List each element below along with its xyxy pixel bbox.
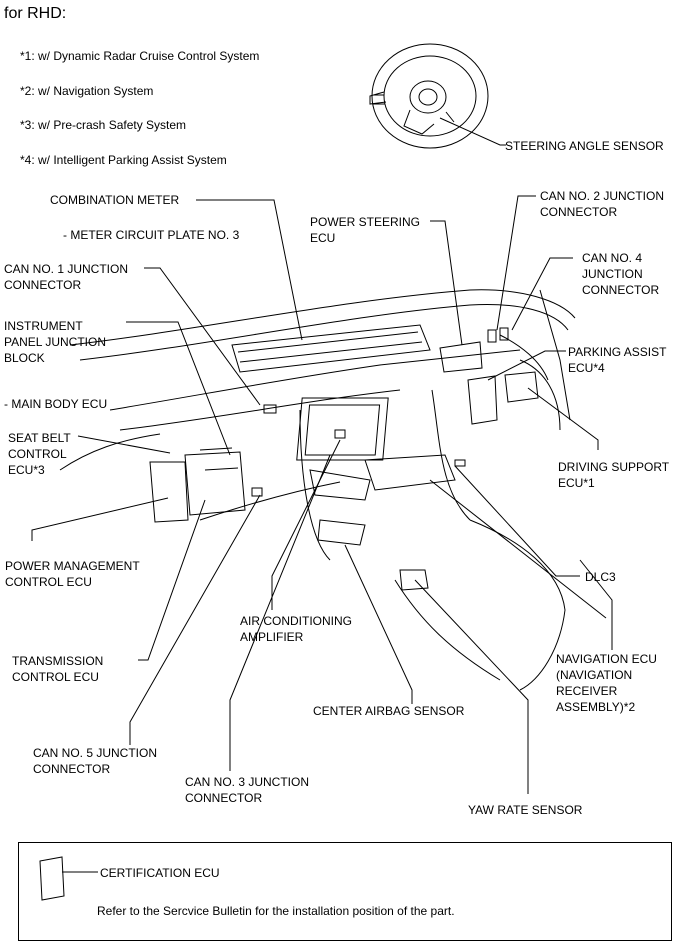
label-seat-belt-ecu: SEAT BELT CONTROL ECU*3 [8,431,71,477]
label-can-no-2: CAN NO. 2 JUNCTION CONNECTOR [540,189,665,219]
label-navigation-ecu: NAVIGATION ECU (NAVIGATION RECEIVER ASSE… [556,652,657,714]
label-can-no-1: CAN NO. 1 JUNCTION CONNECTOR [4,262,129,292]
leader-lines [31,117,607,794]
label-steering-angle-sensor: STEERING ANGLE SENSOR [505,139,664,153]
steering-wheel-drawing [369,43,489,149]
page-title: for RHD: [4,5,67,22]
footnote-3: *3: w/ Pre-crash Safety System [20,118,187,132]
label-can-no-3: CAN NO. 3 JUNCTION CONNECTOR [185,775,310,805]
label-ip-junction-block: INSTRUMENT PANEL JUNCTION BLOCK [4,319,107,365]
label-can-no-5: CAN NO. 5 JUNCTION CONNECTOR [33,746,158,776]
label-can-no-4: CAN NO. 4 JUNCTION CONNECTOR [582,251,660,297]
label-parking-assist-ecu: PARKING ASSIST ECU*4 [568,345,667,375]
label-ac-amplifier: AIR CONDITIONING AMPLIFIER [240,614,353,644]
label-dlc3: DLC3 [585,570,616,584]
certification-ecu-drawing [39,856,98,901]
label-center-airbag-sensor: CENTER AIRBAG SENSOR [313,704,465,718]
legend-box [18,842,672,941]
dashboard-drawing [59,289,613,691]
label-transmission-ecu: TRANSMISSION CONTROL ECU [12,654,104,684]
label-meter-circuit-plate: - METER CIRCUIT PLATE NO. 3 [63,228,240,242]
label-certification-ecu: CERTIFICATION ECU [100,866,220,880]
legend-note: Refer to the Sercvice Bulletin for the i… [97,904,455,918]
label-combination-meter: COMBINATION METER [50,193,180,207]
label-driving-support-ecu: DRIVING SUPPORT ECU*1 [558,460,670,490]
label-yaw-rate-sensor: YAW RATE SENSOR [468,803,583,817]
label-power-steering-ecu: POWER STEERING ECU [310,215,421,245]
label-power-management-ecu: POWER MANAGEMENT CONTROL ECU [5,559,140,589]
label-main-body-ecu: - MAIN BODY ECU [4,397,108,411]
footnote-4: *4: w/ Intelligent Parking Assist System [20,153,227,167]
footnote-1: *1: w/ Dynamic Radar Cruise Control Syst… [20,49,260,63]
footnote-2: *2: w/ Navigation System [20,84,154,98]
